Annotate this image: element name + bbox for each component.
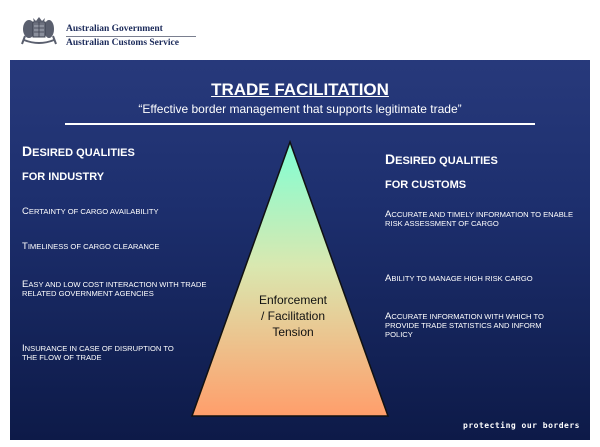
customs-heading-cap1: D xyxy=(385,151,396,167)
customs-qualities-list: Accurate and timely information to enabl… xyxy=(385,10,585,440)
industry-heading-rest2: ndustry xyxy=(51,171,105,183)
customs-heading-for: for C xyxy=(385,179,420,191)
slide-panel: Australian Government Australian Customs… xyxy=(10,10,590,440)
tension-label-line2: / Facilitation xyxy=(260,309,326,323)
list-item: Certainty of cargo availability xyxy=(22,206,159,217)
title-divider xyxy=(65,123,535,125)
agency-name: Australian Customs Service xyxy=(66,38,179,48)
tension-triangle xyxy=(190,140,390,417)
industry-heading-cap1: D xyxy=(22,143,33,159)
customs-heading-rest1: esired Qualities xyxy=(395,155,498,167)
tension-label-line1: Enforcement xyxy=(258,293,328,307)
coat-of-arms-icon xyxy=(21,17,57,45)
industry-qualities-list: Certainty of cargo availability Timeline… xyxy=(22,10,232,440)
list-item: Easy and low cost interaction with trade… xyxy=(22,279,207,298)
industry-heading-for: for I xyxy=(22,171,52,183)
header-rule xyxy=(66,36,196,37)
customs-heading-rest2: ustoms xyxy=(419,179,467,191)
government-name: Australian Government xyxy=(66,24,163,34)
customs-heading: Desired Qualities for Customs xyxy=(385,148,498,196)
footer-tagline: protecting our borders xyxy=(463,421,580,430)
list-item: Ability to manage high risk cargo xyxy=(385,273,533,284)
tension-label: Enforcement / Facilitation Tension xyxy=(246,292,340,340)
industry-heading-rest1: esired Qualities xyxy=(32,147,135,159)
list-item: Insurance in case of disruption to the f… xyxy=(22,343,174,362)
list-item: Accurate and timely information to enabl… xyxy=(385,209,574,228)
list-item: Timeliness of cargo clearance xyxy=(22,241,160,252)
industry-heading: Desired Qualities for Industry xyxy=(22,140,135,188)
header-bar: Australian Government Australian Customs… xyxy=(10,10,590,60)
tension-label-line3: Tension xyxy=(272,325,314,339)
slide-title: TRADE FACILITATION xyxy=(211,80,389,99)
slide-subtitle: “Effective border management that suppor… xyxy=(138,102,462,116)
list-item: Accurate information with which to provi… xyxy=(385,311,544,339)
